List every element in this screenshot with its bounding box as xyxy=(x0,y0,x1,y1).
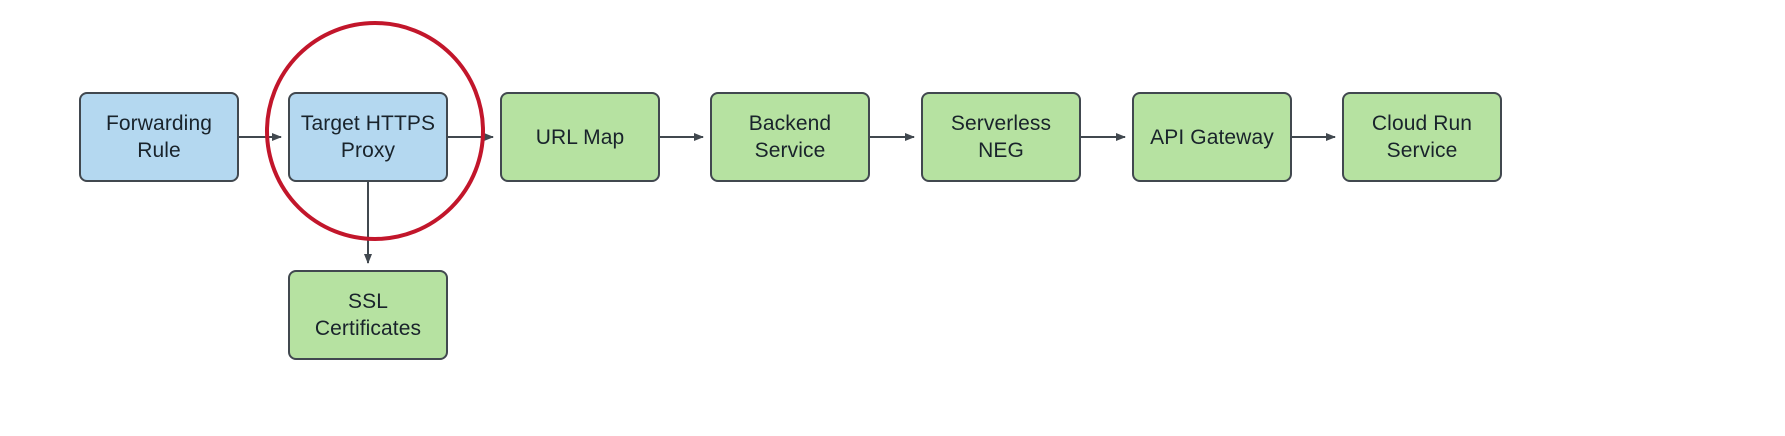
node-backend-service[interactable]: Backend Service xyxy=(710,92,870,182)
node-serverless-neg[interactable]: Serverless NEG xyxy=(921,92,1081,182)
node-api-gateway[interactable]: API Gateway xyxy=(1132,92,1292,182)
node-forwarding-rule[interactable]: Forwarding Rule xyxy=(79,92,239,182)
node-ssl-certificates[interactable]: SSL Certificates xyxy=(288,270,448,360)
node-cloud-run-service[interactable]: Cloud Run Service xyxy=(1342,92,1502,182)
highlight-circle-target-https-proxy xyxy=(265,21,485,241)
node-target-https-proxy[interactable]: Target HTTPS Proxy xyxy=(288,92,448,182)
node-url-map[interactable]: URL Map xyxy=(500,92,660,182)
